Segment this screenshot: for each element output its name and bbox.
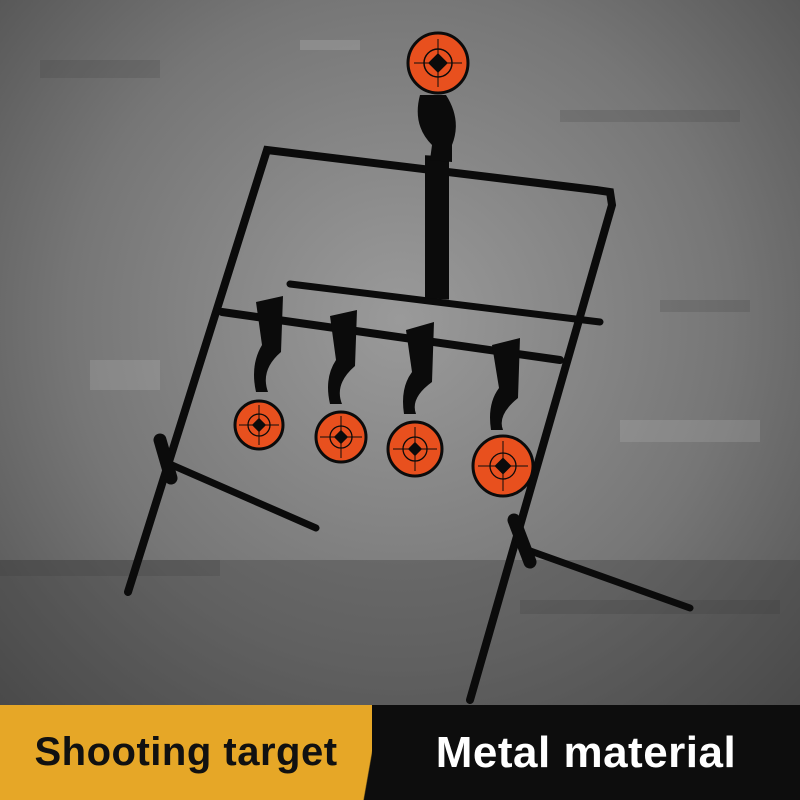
shooting-target-label: Shooting target (34, 730, 338, 774)
metal-material-label: Metal material (435, 727, 737, 777)
left-foot-bar (161, 458, 320, 532)
wall-texture (0, 40, 780, 614)
floor-shadow (0, 560, 800, 710)
right-foot-bar (518, 544, 694, 612)
left-foot-clamp (153, 433, 178, 485)
spinner-target-1 (233, 296, 285, 451)
top-target-post (425, 155, 449, 300)
frame-left-post (124, 145, 600, 596)
spinner-target-4 (471, 338, 535, 498)
top-reset-target (406, 31, 470, 300)
banner-left: Shooting target (0, 705, 372, 800)
spinner-target-2 (314, 310, 368, 464)
frame-right-post (466, 186, 617, 704)
rear-crossbar (286, 280, 604, 326)
banner-right: Metal material (372, 705, 800, 800)
top-target-arm (417, 95, 456, 162)
spinner-target-3 (386, 322, 444, 478)
right-foot-clamp (507, 513, 537, 569)
